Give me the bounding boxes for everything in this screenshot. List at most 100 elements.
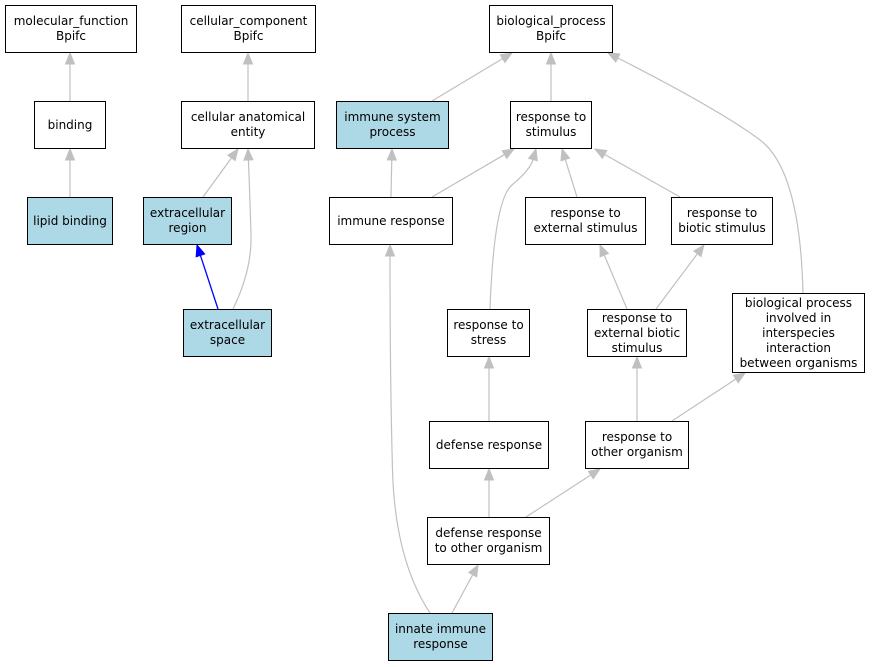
node-label-line: external stimulus	[533, 221, 638, 235]
edge-bpii-to-bp_root	[617, 57, 804, 294]
edge-arrowhead-innate-to-immresp	[384, 243, 396, 257]
node-label-line: biological process	[744, 295, 853, 310]
edge-arrowhead-binding-to-mf_root	[64, 51, 76, 65]
node-label-line: biotic stimulus	[678, 221, 766, 235]
edge-arrowhead-immresp-to-isp	[386, 147, 398, 161]
node-label-line: entity	[230, 125, 266, 139]
node-immresp[interactable]: immune response	[329, 197, 453, 245]
node-label-line: response to	[601, 310, 673, 325]
edge-arrowhead-drtoo-to-defresp	[483, 467, 495, 481]
edge-arrowhead-rteb-to-rtbs	[692, 243, 705, 258]
node-label-line: external biotic	[593, 325, 681, 340]
node-lipid[interactable]: lipid binding	[27, 197, 113, 245]
node-label-line: immune response	[337, 213, 445, 228]
edge-isp-to-bp_root	[431, 58, 503, 102]
node-label-line: between organisms	[739, 355, 858, 370]
edge-arrowhead-ecs-to-ecr	[195, 243, 206, 258]
node-label-line: immune system	[344, 110, 441, 124]
node-label-line: response to	[515, 110, 587, 124]
node-label-line: response to	[550, 206, 621, 220]
edge-arrowhead-isp-to-bp_root	[499, 52, 514, 64]
edge-arrowhead-rtes-to-rts	[560, 147, 571, 162]
node-label-line: interspecies	[762, 325, 835, 340]
node-label-line: region	[168, 221, 207, 235]
node-binding[interactable]: binding	[34, 101, 106, 149]
node-label-line: Bpifc	[55, 29, 86, 43]
edge-immresp-to-isp	[390, 159, 393, 198]
node-label-line: interaction	[766, 340, 831, 355]
edge-arrowhead-rtoo-to-bpii	[732, 372, 747, 384]
edge-rteb-to-rtbs	[655, 253, 698, 310]
edge-arrowhead-cae-to-cc_root	[242, 51, 254, 65]
node-label-line: molecular_function	[13, 14, 129, 28]
edge-arrowhead-innate-to-drtoo	[467, 563, 479, 578]
node-label-line: extracellular	[149, 206, 226, 220]
edge-ecs-to-ecr	[199, 255, 219, 310]
edge-arrowhead-ecr-to-cae	[226, 147, 239, 162]
node-label-line: other organism	[591, 445, 683, 459]
edge-rtbs-to-rts	[604, 153, 681, 198]
node-label-line: cellular_component	[189, 14, 308, 28]
node-label-line: extracellular	[189, 318, 266, 332]
edge-arrowhead-rteb-to-rtes	[599, 243, 610, 258]
edge-arrowhead-lipid-to-binding	[64, 147, 76, 161]
node-label-line: response to	[601, 430, 673, 444]
edge-arrowhead-defresp-to-rtstress	[483, 355, 495, 369]
node-label-line: defense response	[435, 437, 543, 452]
edge-rtes-to-rts	[564, 159, 578, 198]
node-label-line: response to	[686, 206, 758, 220]
node-label-line: space	[209, 333, 246, 347]
edge-ecr-to-cae	[202, 157, 233, 198]
edge-arrowhead-rtoo-to-rteb	[631, 355, 643, 369]
node-label-line: process	[369, 125, 416, 139]
edge-innate-to-drtoo	[451, 574, 474, 614]
edge-arrowhead-drtoo-to-rtoo	[587, 468, 602, 480]
edge-ecs-to-cae	[232, 159, 252, 310]
edge-arrowhead-immresp-to-rts	[501, 148, 516, 160]
node-label-line: lipid binding	[33, 213, 107, 228]
edge-drtoo-to-rtoo	[525, 474, 592, 518]
edge-rteb-to-rtes	[603, 254, 628, 310]
node-defresp[interactable]: defense response	[429, 421, 549, 469]
edge-arrowhead-ecs-to-cae	[243, 147, 254, 161]
node-label-line: binding	[47, 117, 93, 132]
node-label-line: stress	[470, 333, 507, 347]
node-label-line: to other organism	[434, 541, 543, 555]
node-label-line: Bpifc	[535, 29, 566, 43]
node-label-line: involved in	[765, 310, 832, 325]
node-label-line: defense response	[435, 526, 542, 540]
edge-innate-to-immresp	[389, 255, 431, 614]
edge-arrowhead-bpii-to-bp_root	[606, 52, 621, 63]
edge-rtoo-to-bpii	[671, 378, 737, 422]
node-label-line: innate immune	[394, 622, 487, 636]
node-label-line: cellular anatomical	[190, 110, 306, 124]
node-label-line: stimulus	[525, 125, 577, 139]
node-label-line: response to	[453, 318, 524, 332]
node-label-line: stimulus	[611, 340, 663, 355]
edge-arrowhead-rtstress-to-rts	[527, 147, 538, 162]
edge-arrowhead-rts-to-bp_root	[545, 51, 557, 65]
node-label-line: response	[413, 637, 468, 651]
edge-arrowhead-rtbs-to-rts	[593, 148, 608, 160]
edge-rtstress-to-rts	[489, 159, 534, 310]
edge-immresp-to-rts	[431, 154, 505, 198]
node-label-line: biological_process	[496, 14, 606, 28]
